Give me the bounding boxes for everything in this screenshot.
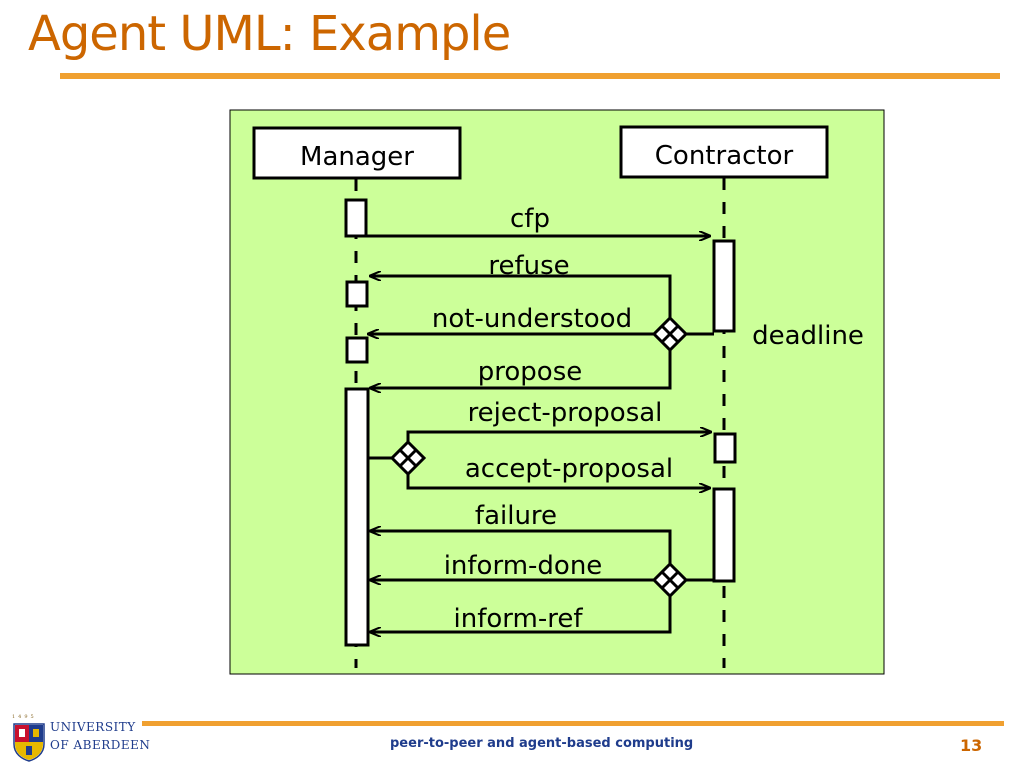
manager-activation-main [344, 387, 370, 647]
manager-activation-cfp [344, 198, 368, 238]
footer-rule [142, 721, 1004, 726]
manager-box: Manager [252, 126, 462, 180]
title-rule [60, 73, 1000, 79]
refuse-arrow [370, 276, 672, 318]
slide-title: Agent UML: Example [28, 6, 511, 62]
inform-ref-label: inform-ref [454, 604, 584, 634]
logo-line-1: UNIVERSITY [50, 720, 136, 734]
contractor-label: Contractor [655, 141, 794, 171]
manager-label: Manager [300, 142, 414, 172]
inform-done-label: inform-done [444, 551, 603, 581]
inform-ref-arrow [370, 596, 672, 632]
propose-label: propose [478, 357, 582, 387]
decision-2-diamond [389, 439, 427, 477]
failure-label: failure [475, 501, 557, 531]
refuse-label: refuse [488, 251, 569, 281]
logo-year: 1495 [12, 714, 37, 720]
university-logo: 1495 UNIVERSITY OF ABERDEEN [10, 714, 150, 766]
diagram-background [229, 109, 885, 675]
reject-proposal-arrow [406, 432, 711, 442]
footer-text: peer-to-peer and agent-based computing [390, 736, 694, 751]
contractor-activation-accept [712, 487, 736, 583]
reject-proposal-label: reject-proposal [468, 398, 663, 428]
logo-line-2: OF ABERDEEN [50, 738, 151, 752]
manager-activation-refuse [345, 280, 369, 308]
not-understood-label: not-understood [432, 304, 632, 334]
propose-arrow [370, 350, 672, 388]
decision-1-diamond [651, 315, 689, 353]
page-number: 13 [960, 736, 983, 755]
cfp-label: cfp [510, 204, 550, 234]
failure-arrow [370, 531, 672, 564]
deadline-label: deadline [752, 321, 864, 351]
decision-3-diamond [651, 561, 689, 599]
contractor-activation-reject [713, 432, 737, 464]
accept-proposal-arrow [406, 474, 710, 488]
contractor-activation-1 [712, 239, 736, 333]
accept-proposal-label: accept-proposal [465, 454, 673, 484]
contractor-box: Contractor [619, 125, 829, 179]
crest-icon [13, 723, 45, 762]
manager-activation-not-understood [345, 336, 369, 364]
